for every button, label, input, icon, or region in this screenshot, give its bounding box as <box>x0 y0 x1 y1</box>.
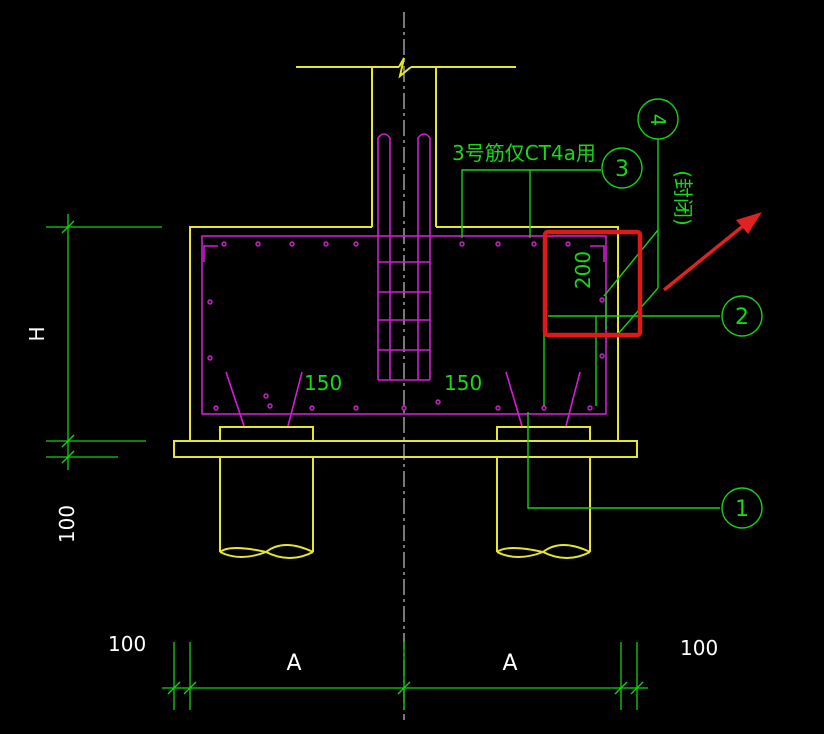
tag-2-label: 2 <box>735 305 749 330</box>
dim-bottom-A-left: A <box>286 651 301 676</box>
highlight-box <box>542 229 643 338</box>
rebar-dots <box>207 241 605 411</box>
column <box>189 57 619 441</box>
dim-bottom-left-100: 100 <box>108 632 146 656</box>
dim-bottom-right-100: 100 <box>680 636 718 660</box>
dim-150-left: 150 <box>304 371 342 395</box>
break-line-icon <box>398 57 412 79</box>
dim-height-label: H <box>25 326 49 341</box>
base-slab <box>173 426 638 559</box>
tag-2-circle <box>721 295 763 337</box>
dim-bottom-A-right: A <box>502 651 517 676</box>
tag-1-label: 1 <box>735 497 749 522</box>
dim-150-right: 150 <box>444 371 482 395</box>
arrow-icon <box>662 212 762 292</box>
tag-1-circle <box>721 487 763 529</box>
tag-3-circle <box>601 147 643 189</box>
leaders <box>461 98 763 529</box>
note-rebar3: 3号筋仅CT4a用 <box>452 141 596 165</box>
tag-4-label: 4 <box>646 114 670 127</box>
note-vertical: (封闭) <box>671 170 695 226</box>
tag-3-label: 3 <box>615 157 629 182</box>
dim-200: 200 <box>571 251 595 289</box>
dim-left-bottom-100: 100 <box>55 505 79 543</box>
dimension-lines <box>46 214 648 710</box>
